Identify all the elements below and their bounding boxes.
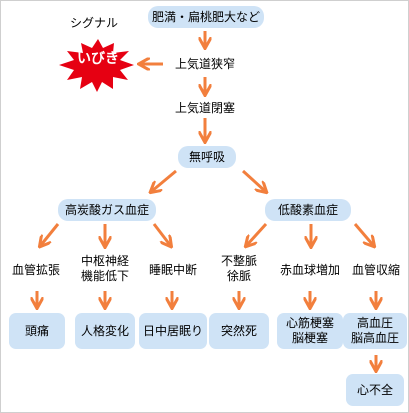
daytime-sleepiness-label: 日中居眠り bbox=[142, 323, 203, 338]
arrhythmia-node-line2: 徐脈 bbox=[226, 269, 251, 283]
hypertension-line1: 高血圧 bbox=[356, 316, 393, 330]
signal-label: シグナル bbox=[70, 16, 119, 30]
personality-change-box: 人格変化 bbox=[75, 313, 135, 349]
hypoxemia-node: 低酸素血症 bbox=[265, 199, 351, 221]
polycythemia-node: 赤血球増加 bbox=[279, 263, 340, 277]
cause-node: 肥満・扁桃肥大など bbox=[148, 6, 264, 28]
daytime-sleepiness-box: 日中居眠り bbox=[139, 313, 207, 349]
snoring-label: いびき bbox=[77, 51, 119, 67]
vasoconstriction-node: 血管収縮 bbox=[351, 263, 400, 277]
arrhythmia-node-line1: 不整脈 bbox=[220, 254, 257, 268]
narrowing-node: 上気道狭窄 bbox=[174, 57, 235, 71]
arrow-apnea-to-hypoxemia bbox=[241, 169, 265, 191]
arrow-apnea-to-hypercapnia bbox=[152, 169, 177, 191]
snoring-burst bbox=[59, 39, 134, 92]
hypertension-box: 高血圧 脳高血圧 bbox=[343, 313, 407, 349]
sleep-interruption-node: 睡眠中断 bbox=[148, 263, 197, 277]
cns-node-line1: 中枢神経 bbox=[80, 254, 129, 268]
infarction-line2: 脳梗塞 bbox=[291, 331, 328, 345]
headache-label: 頭痛 bbox=[24, 323, 49, 338]
arrow-hypoxemia-to-vasoconstriction bbox=[353, 223, 373, 245]
personality-change-label: 人格変化 bbox=[80, 323, 129, 338]
hypercapnia-node: 高炭酸ガス血症 bbox=[58, 199, 156, 221]
infarction-box: 心筋梗塞 脳梗塞 bbox=[277, 313, 343, 349]
arrow-hypoxemia-to-arrhythmia bbox=[247, 222, 268, 245]
apnea-node: 無呼吸 bbox=[178, 146, 236, 168]
heart-failure-label: 心不全 bbox=[356, 382, 393, 397]
arrow-hypercapnia-to-sleep bbox=[152, 223, 170, 245]
arrow-hypercapnia-to-vasodilation bbox=[41, 223, 60, 245]
heart-failure-box: 心不全 bbox=[346, 374, 404, 406]
cns-node-line2: 機能低下 bbox=[80, 269, 129, 283]
obstruction-node: 上気道閉塞 bbox=[174, 101, 235, 115]
vasodilation-node: 血管拡張 bbox=[11, 263, 60, 277]
sudden-death-label: 突然死 bbox=[220, 323, 257, 338]
sudden-death-box: 突然死 bbox=[209, 313, 269, 349]
hypertension-line2: 脳高血圧 bbox=[350, 331, 399, 345]
infarction-line1: 心筋梗塞 bbox=[285, 316, 334, 330]
headache-box: 頭痛 bbox=[9, 313, 65, 349]
